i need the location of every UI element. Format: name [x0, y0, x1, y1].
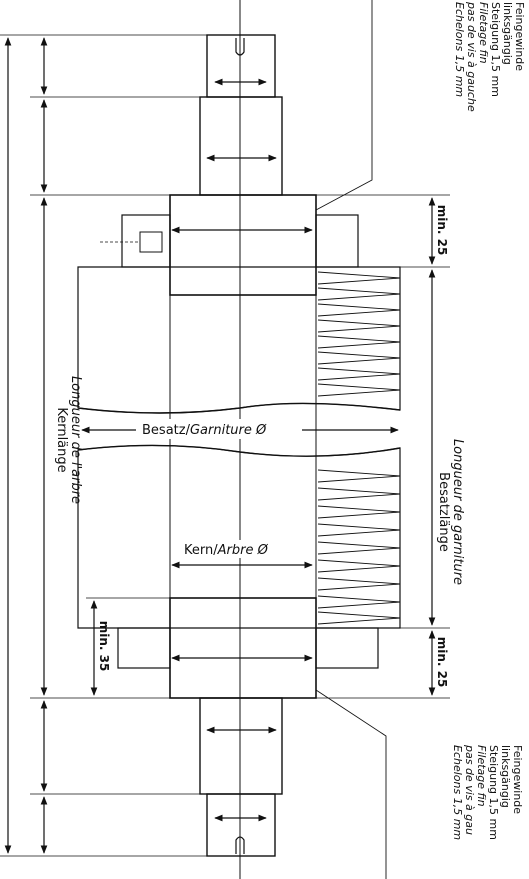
brush-body-top: [77, 266, 401, 414]
svg-text:Filetage fin: Filetage fin: [475, 745, 488, 807]
bottom-hub: [169, 597, 317, 699]
bottom-clamp-collar: [117, 627, 171, 669]
svg-text:Echelons 1,5 mm: Echelons 1,5 mm: [451, 745, 464, 840]
bottom-keyway: [235, 836, 245, 854]
svg-text:Feingewinde: Feingewinde: [513, 2, 526, 71]
top-clamp-collar: [121, 214, 171, 268]
bottom-flange-right: [315, 627, 379, 669]
svg-text:Filetage fin: Filetage fin: [477, 2, 490, 64]
svg-text:Echelons 1,5 mm: Echelons 1,5 mm: [453, 2, 466, 97]
bristle-tufts-top: [317, 271, 401, 397]
svg-text:pas de vis à gauche: pas de vis à gauche: [465, 1, 478, 112]
min25-top-label: min. 25: [435, 205, 449, 256]
besatzlaenge-label: Besatzlänge: [436, 472, 451, 552]
bristle-tufts-bottom: [317, 469, 401, 625]
min35-label: min. 35: [97, 621, 111, 672]
top-thread-note: Feingewinde linksgängig Steigung 1,5 mm …: [453, 1, 526, 112]
svg-text:Steigung 1,5 mm: Steigung 1,5 mm: [487, 745, 500, 840]
top-flange-right: [315, 214, 359, 268]
min25-bottom-label: min. 25: [435, 637, 449, 688]
top-hub: [169, 194, 317, 296]
besatzlaenge-label-fr: Longueur de garniture: [450, 439, 465, 585]
top-thread-leader: [315, 0, 373, 211]
besatz-label: Besatz/Garniture Ø: [142, 423, 267, 438]
bottom-thread-leader: [315, 689, 387, 879]
bottom-thread-note: Feingewinde linksgängig Steigung 1,5 mm …: [451, 744, 524, 840]
svg-text:linksgängig: linksgängig: [499, 745, 512, 808]
brush-body-bottom: [77, 444, 401, 629]
kern-label: Kern/Arbre Ø: [184, 543, 269, 558]
bottom-shaft-end: [206, 793, 276, 857]
kernlaenge-label-fr: Longueur de l'arbre: [68, 376, 83, 504]
bottom-bearing-seat: [199, 697, 283, 795]
svg-text:Feingewinde: Feingewinde: [511, 745, 524, 814]
svg-text:Steigung 1,5 mm: Steigung 1,5 mm: [489, 2, 502, 97]
svg-text:pas de vis à gau: pas de vis à gau: [463, 744, 476, 835]
top-keyway: [235, 38, 245, 56]
top-bearing-seat: [199, 96, 283, 196]
brush-tear-line-top: [77, 402, 401, 414]
svg-text:linksgängig: linksgängig: [501, 2, 514, 65]
kernlaenge-label: Kernlänge: [54, 407, 69, 472]
set-screw: [139, 231, 163, 253]
top-shaft-end: [206, 34, 276, 98]
